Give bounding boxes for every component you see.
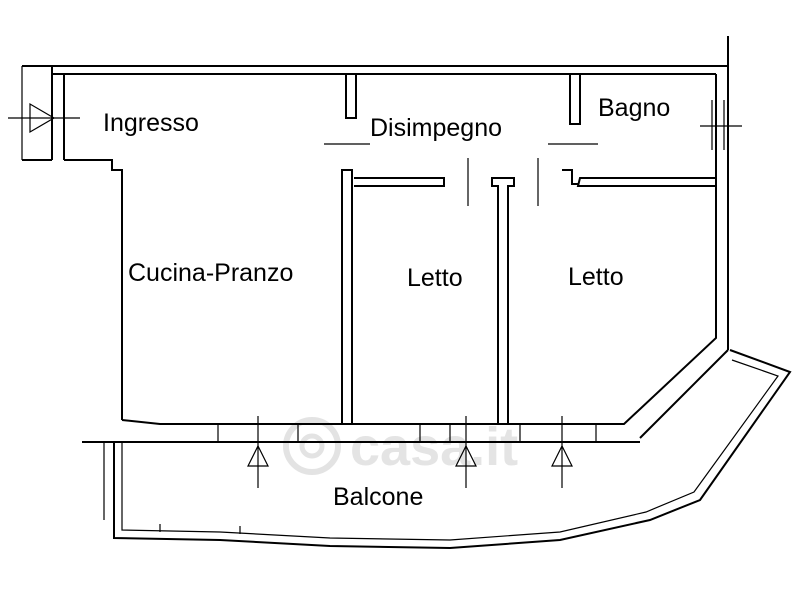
balcony-door-arrow-icon-2 bbox=[455, 416, 477, 488]
watermark-text: casa.it bbox=[350, 417, 518, 477]
room-label-cucina-pranzo: Cucina-Pranzo bbox=[128, 259, 293, 287]
room-label-balcone: Balcone bbox=[333, 483, 423, 511]
entrance-arrow-icon bbox=[8, 102, 80, 134]
outer-walls bbox=[21, 36, 729, 420]
casa-it-logo-icon bbox=[283, 417, 341, 475]
room-label-letto-2: Letto bbox=[568, 263, 624, 291]
bathroom-window-icon bbox=[700, 100, 742, 150]
bottom-wall bbox=[82, 419, 640, 443]
room-label-bagno: Bagno bbox=[598, 94, 670, 122]
room-label-disimpegno: Disimpegno bbox=[370, 114, 502, 142]
room-label-letto-1: Letto bbox=[407, 264, 463, 292]
watermark: casa.it bbox=[283, 417, 518, 477]
opening-markers bbox=[8, 100, 742, 488]
balcony-door-arrow-icon-3 bbox=[551, 416, 573, 488]
room-labels: Ingresso Disimpegno Bagno Cucina-Pranzo … bbox=[103, 94, 670, 511]
room-label-ingresso: Ingresso bbox=[103, 109, 199, 137]
balcony-outline bbox=[103, 349, 792, 550]
balcony-door-arrow-icon-1 bbox=[247, 416, 269, 488]
